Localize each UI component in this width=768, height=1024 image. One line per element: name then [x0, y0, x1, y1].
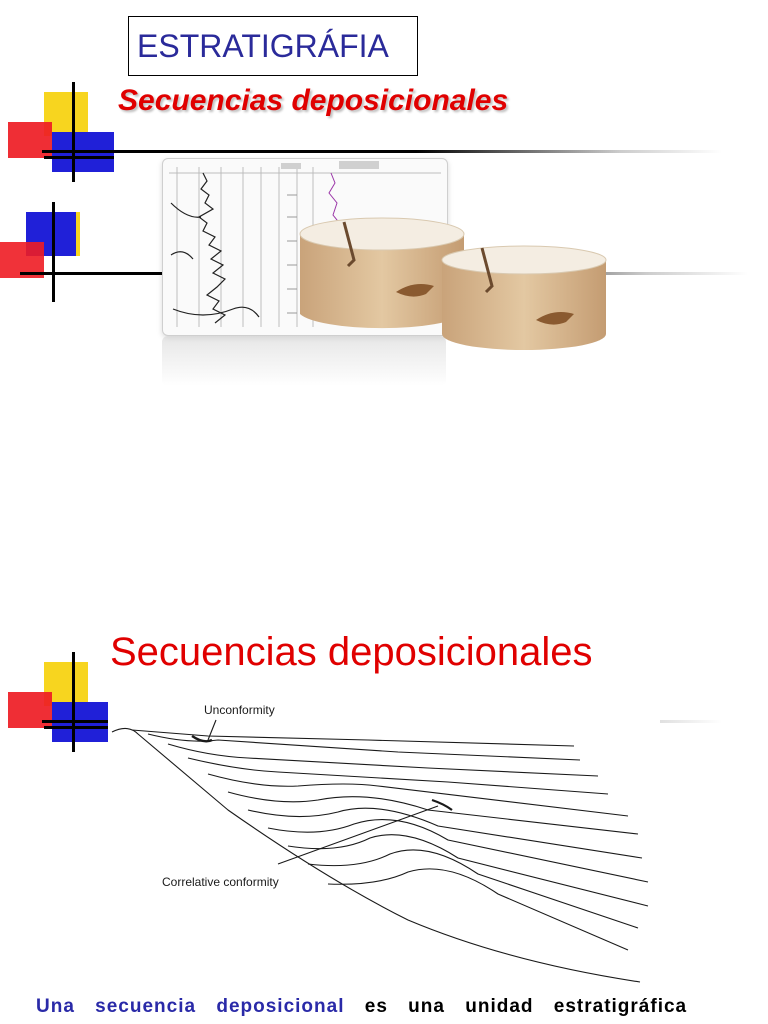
horizontal-rule-top [42, 150, 722, 153]
slide-1: ESTRATIGRÁFIA Secuencias deposicionales [0, 16, 748, 386]
sequence-diagram-graphic: Unconformity Correlative conformity [111, 703, 649, 983]
fossil-core-samples [299, 217, 607, 350]
corner-decoration-bottom [8, 652, 118, 762]
core-cylinder-right [441, 245, 607, 350]
sequence-diagram: Unconformity Correlative conformity [108, 700, 660, 986]
slide-title: Secuencias deposicionales [110, 630, 593, 674]
corner-decoration-middle [0, 202, 110, 312]
well-log-reflection [162, 336, 446, 386]
unconformity-label: Unconformity [204, 703, 275, 717]
slide-2: Secuencias deposicionales [0, 512, 768, 1024]
corner-decoration-top [8, 82, 118, 192]
main-title: ESTRATIGRÁFIA [128, 16, 418, 76]
definition-rest: es una unidad estratigráfica [364, 996, 688, 1017]
definition-text: Una secuencia deposicional es una unidad… [36, 996, 742, 1018]
definition-term: Una secuencia deposicional [36, 996, 345, 1017]
core-cylinder-left [299, 217, 465, 329]
subtitle: Secuencias deposicionales [118, 84, 509, 117]
correlative-conformity-label: Correlative conformity [162, 875, 279, 889]
